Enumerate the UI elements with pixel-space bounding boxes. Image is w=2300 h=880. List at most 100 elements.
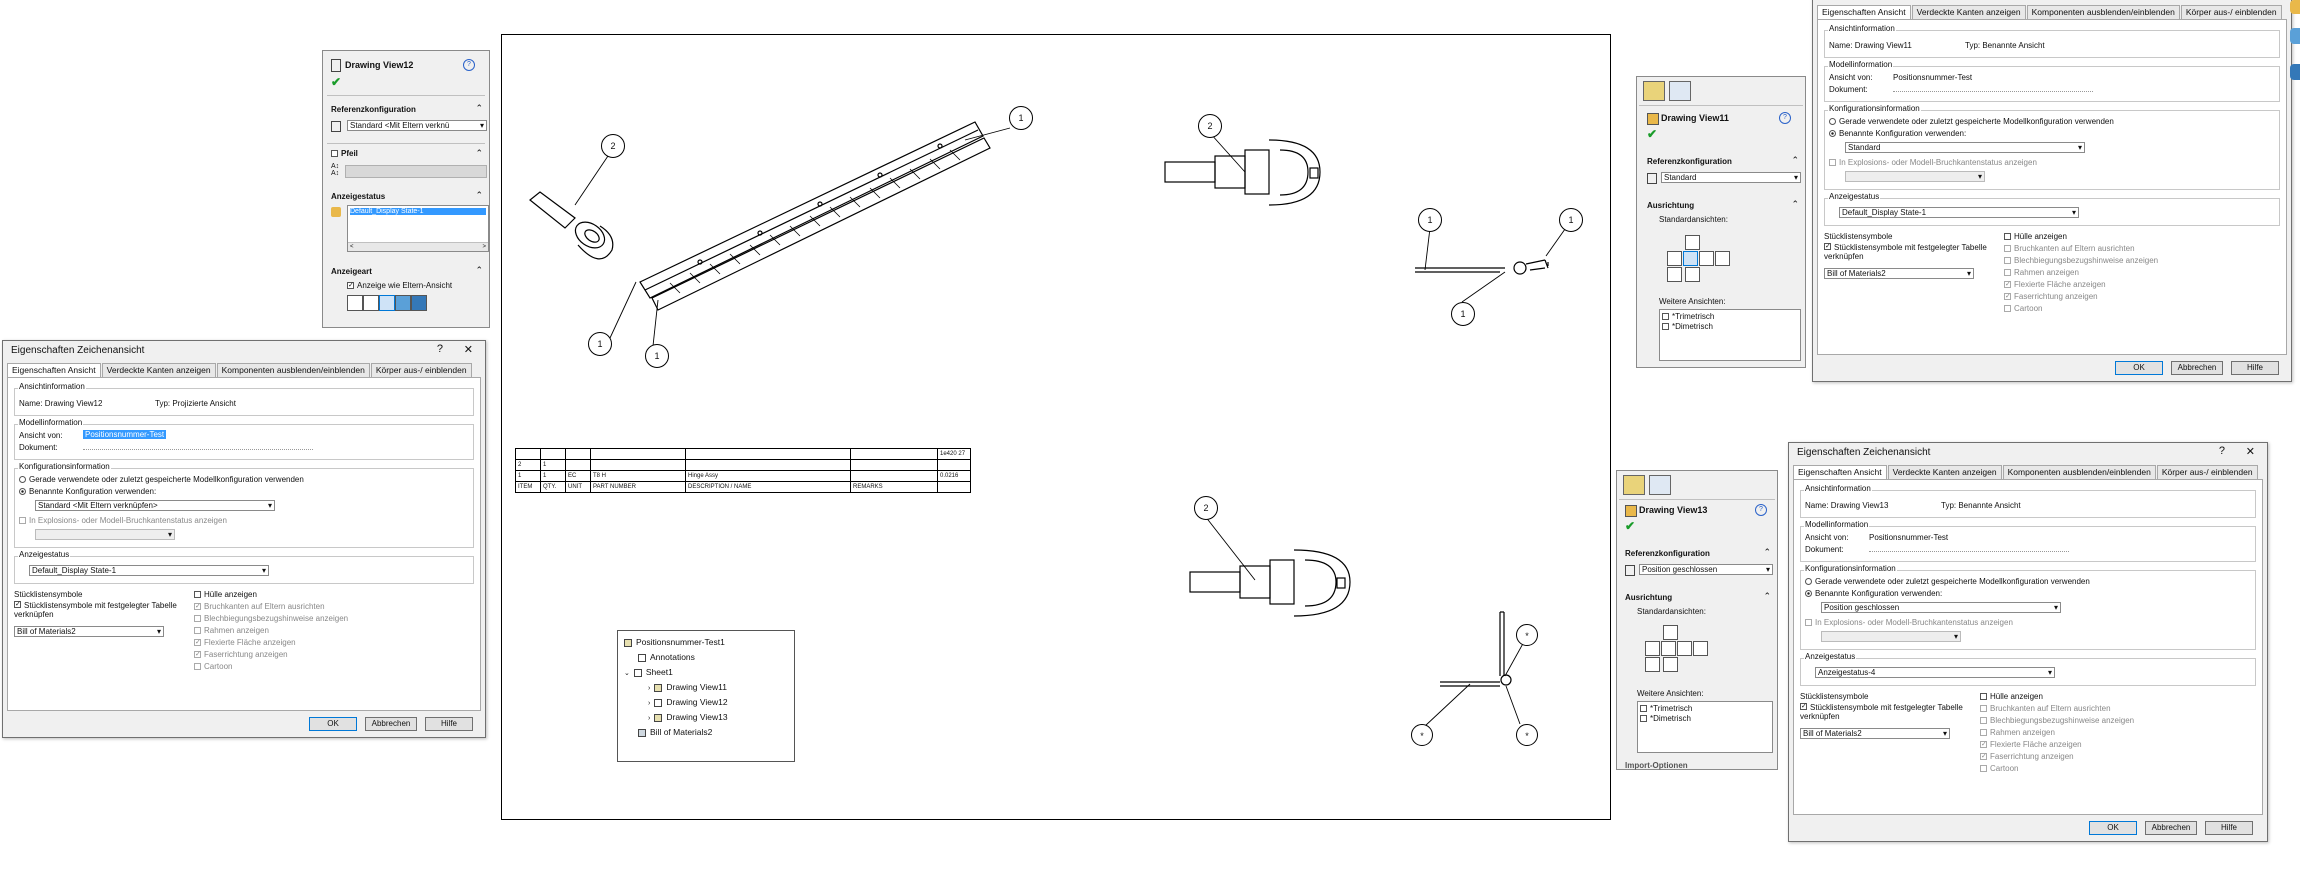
tree-view-11[interactable]: ›Drawing View11 bbox=[648, 682, 727, 692]
option-show-envelope[interactable]: Hülle anzeigen bbox=[194, 590, 444, 599]
section-reference-config[interactable]: Referenzkonfiguration bbox=[1625, 549, 1710, 558]
config-manager-tab-icon[interactable] bbox=[1649, 475, 1671, 495]
view-front-icon[interactable] bbox=[1683, 251, 1698, 266]
section-reference-config[interactable]: Referenzkonfiguration bbox=[1647, 157, 1732, 166]
explode-select[interactable] bbox=[1821, 631, 1961, 642]
ok-check-icon[interactable]: ✔ bbox=[1625, 519, 1636, 533]
help-icon[interactable]: ? bbox=[1779, 112, 1791, 124]
radio-last-used-config[interactable]: Gerade verwendete oder zuletzt gespeiche… bbox=[19, 475, 304, 484]
section-display-mode[interactable]: Anzeigeart bbox=[331, 267, 372, 276]
config-manager-tab-icon[interactable] bbox=[1669, 81, 1691, 101]
close-button[interactable]: ✕ bbox=[2245, 446, 2255, 458]
task-pane-explorer-icon[interactable] bbox=[2290, 64, 2300, 80]
view-iso-icon[interactable] bbox=[1645, 657, 1660, 672]
cancel-button[interactable]: Abbrechen bbox=[2171, 361, 2223, 375]
bom-link-checkbox[interactable]: ✓Stücklistensymbole mit festgelegter Tab… bbox=[1824, 243, 1987, 261]
view-bottom-icon[interactable] bbox=[1663, 657, 1678, 672]
collapse-icon[interactable]: ⌃ bbox=[1763, 547, 1771, 557]
tree-annotations[interactable]: Annotations bbox=[638, 652, 695, 662]
help-button[interactable]: ? bbox=[436, 343, 443, 355]
named-config-select[interactable]: Standard <Mit Eltern verknüpfen> bbox=[35, 500, 275, 511]
tab-view-properties[interactable]: Eigenschaften Ansicht bbox=[1817, 5, 1911, 19]
section-display-state[interactable]: Anzeigestatus bbox=[331, 192, 386, 201]
help-dialog-button[interactable]: Hilfe bbox=[425, 717, 473, 731]
more-views-list[interactable]: *Trimetrisch *Dimetrisch bbox=[1637, 701, 1773, 753]
option-show-envelope[interactable]: Hülle anzeigen bbox=[1980, 692, 2230, 701]
explode-checkbox[interactable]: In Explosions- oder Modell-Bruchkantenst… bbox=[19, 516, 227, 525]
view-right-icon[interactable] bbox=[1677, 641, 1692, 656]
balloon[interactable]: 1 bbox=[1451, 302, 1475, 326]
tab-bodies[interactable]: Körper aus-/ einblenden bbox=[370, 363, 472, 377]
bom-link-checkbox[interactable]: ✓Stücklistensymbole mit festgelegter Tab… bbox=[1800, 703, 1963, 721]
option-show-frame[interactable]: Rahmen anzeigen bbox=[2004, 268, 2254, 277]
option-flex-face[interactable]: ✓Flexierte Fläche anzeigen bbox=[2004, 280, 2106, 289]
help-icon[interactable]: ? bbox=[463, 59, 475, 71]
tab-bodies[interactable]: Körper aus-/ einblenden bbox=[2156, 465, 2258, 479]
tab-hidden-edges[interactable]: Verdeckte Kanten anzeigen bbox=[1911, 5, 2026, 19]
ok-button[interactable]: OK bbox=[2089, 821, 2137, 835]
option-align-break[interactable]: Bruchkanten auf Eltern ausrichten bbox=[2004, 244, 2254, 253]
more-view-item[interactable]: *Trimetrisch bbox=[1640, 704, 1770, 713]
tab-view-properties[interactable]: Eigenschaften Ansicht bbox=[7, 363, 101, 377]
display-state-select[interactable]: Default_Display State-1 bbox=[1839, 207, 2079, 218]
option-flex-face[interactable]: ✓Flexierte Fläche anzeigen bbox=[1980, 740, 2082, 749]
model-of-value[interactable]: Positionsnummer-Test bbox=[1893, 73, 1973, 82]
help-icon[interactable]: ? bbox=[1755, 504, 1767, 516]
task-pane-resources-icon[interactable] bbox=[2290, 0, 2300, 14]
property-manager-tab-icon[interactable] bbox=[1623, 475, 1645, 495]
wireframe-icon[interactable] bbox=[347, 295, 363, 311]
ok-button[interactable]: OK bbox=[309, 717, 357, 731]
option-bend-notes[interactable]: Blechbiegungsbezugshinweise anzeigen bbox=[2004, 256, 2254, 265]
balloon[interactable]: * bbox=[1516, 624, 1538, 646]
radio-last-used-config[interactable]: Gerade verwendete oder zuletzt gespeiche… bbox=[1805, 577, 2090, 586]
more-views-list[interactable]: *Trimetrisch *Dimetrisch bbox=[1659, 309, 1801, 361]
option-show-frame[interactable]: Rahmen anzeigen bbox=[194, 626, 444, 635]
tree-view-12[interactable]: ›Drawing View12 bbox=[648, 697, 728, 707]
display-state-item[interactable]: Default_Display State-1 bbox=[350, 208, 486, 215]
balloon[interactable]: 1 bbox=[645, 344, 669, 368]
close-button[interactable]: ✕ bbox=[463, 344, 473, 356]
view-right-icon[interactable] bbox=[1699, 251, 1714, 266]
balloon[interactable]: 1 bbox=[1559, 208, 1583, 232]
shaded-icon[interactable] bbox=[411, 295, 427, 311]
balloon[interactable]: 1 bbox=[588, 332, 612, 356]
balloon[interactable]: 1 bbox=[1009, 106, 1033, 130]
tab-components[interactable]: Komponenten ausblenden/einblenden bbox=[216, 363, 370, 377]
arrow-label-input[interactable] bbox=[345, 165, 487, 178]
tree-sheet[interactable]: ⌄Sheet1 bbox=[624, 667, 673, 677]
reference-config-select[interactable]: Position geschlossen bbox=[1639, 564, 1773, 575]
cancel-button[interactable]: Abbrechen bbox=[2145, 821, 2197, 835]
radio-named-config[interactable]: Benannte Konfiguration verwenden: bbox=[1805, 589, 1942, 598]
bom-select[interactable]: Bill of Materials2 bbox=[1800, 728, 1950, 739]
collapse-icon[interactable]: ⌃ bbox=[475, 190, 483, 200]
bom-select[interactable]: Bill of Materials2 bbox=[14, 626, 164, 637]
help-dialog-button[interactable]: Hilfe bbox=[2231, 361, 2279, 375]
tree-view-13[interactable]: ›Drawing View13 bbox=[648, 712, 728, 722]
property-manager-tab-icon[interactable] bbox=[1643, 81, 1665, 101]
collapse-icon[interactable]: ⌃ bbox=[475, 103, 483, 113]
task-pane-library-icon[interactable] bbox=[2290, 28, 2300, 44]
balloon[interactable]: 2 bbox=[1198, 114, 1222, 138]
option-cartoon[interactable]: Cartoon bbox=[194, 662, 444, 671]
tab-bodies[interactable]: Körper aus-/ einblenden bbox=[2180, 5, 2282, 19]
view-left-icon[interactable] bbox=[1667, 251, 1682, 266]
collapse-icon[interactable]: ⌃ bbox=[1791, 155, 1799, 165]
more-view-item[interactable]: *Dimetrisch bbox=[1662, 322, 1798, 331]
reference-config-select[interactable]: Standard <Mit Eltern verknü bbox=[347, 120, 487, 131]
collapse-icon[interactable]: ⌃ bbox=[475, 148, 483, 158]
tab-hidden-edges[interactable]: Verdeckte Kanten anzeigen bbox=[101, 363, 216, 377]
radio-named-config[interactable]: Benannte Konfiguration verwenden: bbox=[19, 487, 156, 496]
reference-config-select[interactable]: Standard bbox=[1661, 172, 1801, 183]
collapse-icon[interactable]: ⌃ bbox=[475, 265, 483, 275]
option-bend-notes[interactable]: Blechbiegungsbezugshinweise anzeigen bbox=[1980, 716, 2230, 725]
hidden-visible-icon[interactable] bbox=[363, 295, 379, 311]
option-grain[interactable]: ✓Faserrichtung anzeigen bbox=[1980, 752, 2074, 761]
use-parent-style-checkbox[interactable]: ✓Anzeige wie Eltern-Ansicht bbox=[347, 281, 453, 290]
shaded-edges-icon[interactable] bbox=[395, 295, 411, 311]
view-back-icon[interactable] bbox=[1715, 251, 1730, 266]
bom-link-checkbox[interactable]: ✓Stücklistensymbole mit festgelegter Tab… bbox=[14, 601, 177, 619]
named-config-select[interactable]: Position geschlossen bbox=[1821, 602, 2061, 613]
radio-named-config[interactable]: Benannte Konfiguration verwenden: bbox=[1829, 129, 1966, 138]
balloon[interactable]: 1 bbox=[1418, 208, 1442, 232]
